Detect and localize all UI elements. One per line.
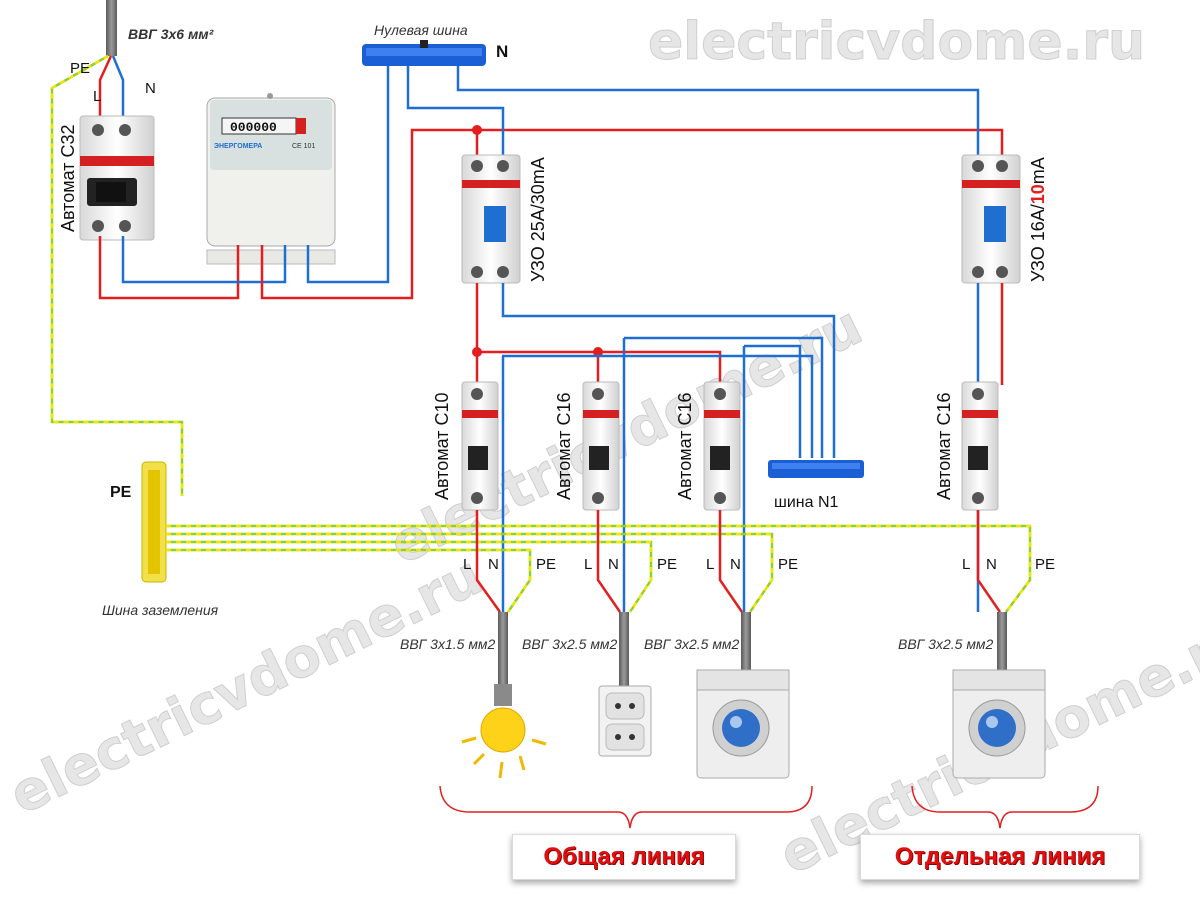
input-cable-label: ВВГ 3х6 мм² [128,26,214,42]
brace-separate [911,785,1099,829]
branch2-pe: PE [657,556,678,573]
rcd2-label: УЗО 16А/10mA [1028,157,1048,282]
main-breaker-c32 [79,115,155,241]
brace-common [439,785,813,829]
input-cable [106,0,117,56]
cable-label-socket: ВВГ 3х2.5 мм2 [522,636,618,652]
breaker-c16-b [703,381,741,511]
rcd-2 [961,154,1021,284]
banner-common-line: Общая линия [512,834,736,880]
washing-machine-icon-2 [952,669,1046,779]
bus-n1-label: шина N1 [774,494,839,511]
branch3-pe: PE [778,556,799,573]
breaker-c16-a-label: Автомат С16 [554,392,574,500]
meter-brand: ЭНЕРГОМЕРА [214,143,262,150]
branch3-l: L [706,556,715,573]
neutral-bus-label: Нулевая шина [374,22,468,38]
cable-washer-1 [741,612,751,674]
neutral-bus [362,40,486,66]
l-top-label: L [93,88,102,105]
branch4-n: N [986,556,997,573]
branch4-l: L [962,556,971,573]
washing-machine-icon [696,669,790,779]
electricity-meter [206,93,336,265]
cable-socket [619,612,629,686]
cable-label-washer-1: ВВГ 3х2.5 мм2 [644,636,740,652]
cable-label-lamp: ВВГ 3х1.5 мм2 [400,636,496,652]
cable-label-washer-2: ВВГ 3х2.5 мм2 [898,636,994,652]
branch3-n: N [730,556,741,573]
banner-separate-line: Отдельная линия [860,834,1140,880]
breaker-c10-label: Автомат С10 [432,392,452,500]
bus-n1 [768,460,864,478]
meter-reading: 000000 [230,120,277,135]
cable-lamp [498,612,508,684]
cable-washer-2 [997,612,1007,674]
breaker-c16-b-label: Автомат С16 [675,392,695,500]
branch1-l: L [463,556,472,573]
branch2-l: L [584,556,593,573]
breaker-c16-c [961,381,999,511]
rcd1-label: УЗО 25А/30mA [528,157,548,282]
branch4-pe: PE [1035,556,1056,573]
pe-bus-caption: Шина заземления [102,602,219,618]
pe-top-label: PE [70,60,91,77]
breaker-c16-c-label: Автомат С16 [934,392,954,500]
neutral-bus-letter: N [496,42,509,61]
light-bulb-icon [461,684,547,779]
main-breaker-label: Автомат С32 [58,124,78,232]
meter-model: СЕ 101 [292,143,315,150]
socket-icon [598,685,652,757]
branch2-n: N [608,556,619,573]
breaker-c10 [461,381,499,511]
breaker-c16-a [582,381,620,511]
n-top-label: N [145,80,156,97]
branch1-n: N [488,556,499,573]
rcd-1 [461,154,521,284]
pe-bus-letter: PE [110,484,132,501]
branch1-pe: PE [536,556,557,573]
pe-bus [141,461,167,583]
